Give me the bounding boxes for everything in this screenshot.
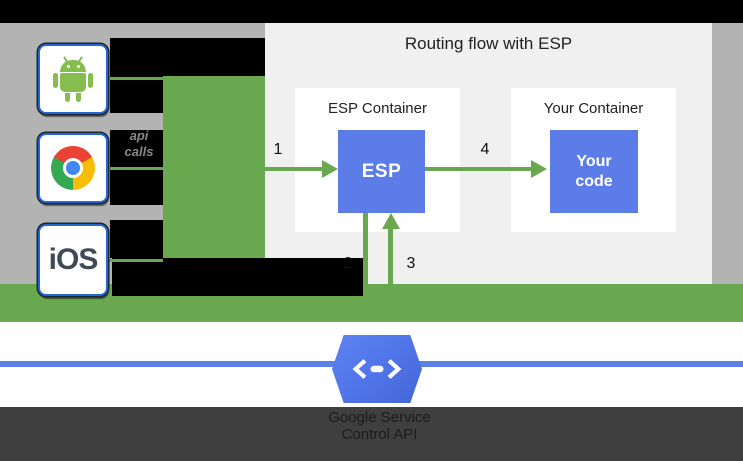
- code-glyph-icon: [352, 359, 402, 379]
- esp-box: ESP: [338, 130, 425, 213]
- ios-label: iOS: [48, 243, 99, 276]
- your-code-box: Your code: [550, 130, 638, 213]
- chrome-logo-icon: [51, 146, 95, 190]
- step-2-label: 2: [343, 255, 353, 272]
- client-box-ios: iOS: [38, 224, 108, 296]
- client-box-android: [38, 44, 108, 114]
- arrow-2-line: [363, 213, 368, 320]
- black-overlay-row3: [110, 220, 163, 258]
- bottom-dark-bar: [0, 407, 743, 461]
- arrow-right-icon: [531, 160, 547, 178]
- arrow-3-line: [388, 229, 393, 320]
- black-overlay-top: [110, 38, 265, 76]
- step-1-label: 1: [273, 141, 283, 158]
- esp-box-label: ESP: [361, 160, 402, 182]
- service-label-line2: Control API: [341, 426, 418, 443]
- api-calls-line1: api: [129, 128, 149, 143]
- arrow-up-icon: [382, 213, 400, 229]
- arrow-4-line: [425, 167, 533, 171]
- code-hexagon-icon: [332, 335, 422, 403]
- arrow-right-icon: [322, 160, 338, 178]
- step-4-label: 4: [480, 141, 490, 158]
- service-label-line1: Google Service: [328, 409, 431, 426]
- connector-line-android: [108, 77, 163, 80]
- your-container-title: Your Container: [543, 100, 644, 117]
- client-box-chrome: [38, 133, 108, 203]
- right-gray-background: [712, 23, 743, 284]
- api-calls-label: api calls: [114, 128, 164, 160]
- android-robot-icon: [53, 55, 93, 103]
- esp-container-title: ESP Container: [328, 100, 427, 117]
- connector-line-ios: [108, 259, 163, 262]
- black-overlay-row1: [110, 76, 163, 113]
- your-code-label: Your code: [575, 152, 613, 190]
- top-black-bar: [0, 0, 743, 23]
- service-label: Google Service Control API: [8, 409, 743, 443]
- panel-title: Routing flow with ESP: [404, 34, 573, 53]
- green-vertical-band: [163, 76, 265, 284]
- arrow-1-line: [265, 167, 324, 171]
- api-calls-line2: calls: [124, 144, 154, 159]
- black-overlay-bottom: [112, 258, 363, 296]
- connector-line-chrome: [108, 167, 163, 170]
- step-3-label: 3: [406, 255, 416, 272]
